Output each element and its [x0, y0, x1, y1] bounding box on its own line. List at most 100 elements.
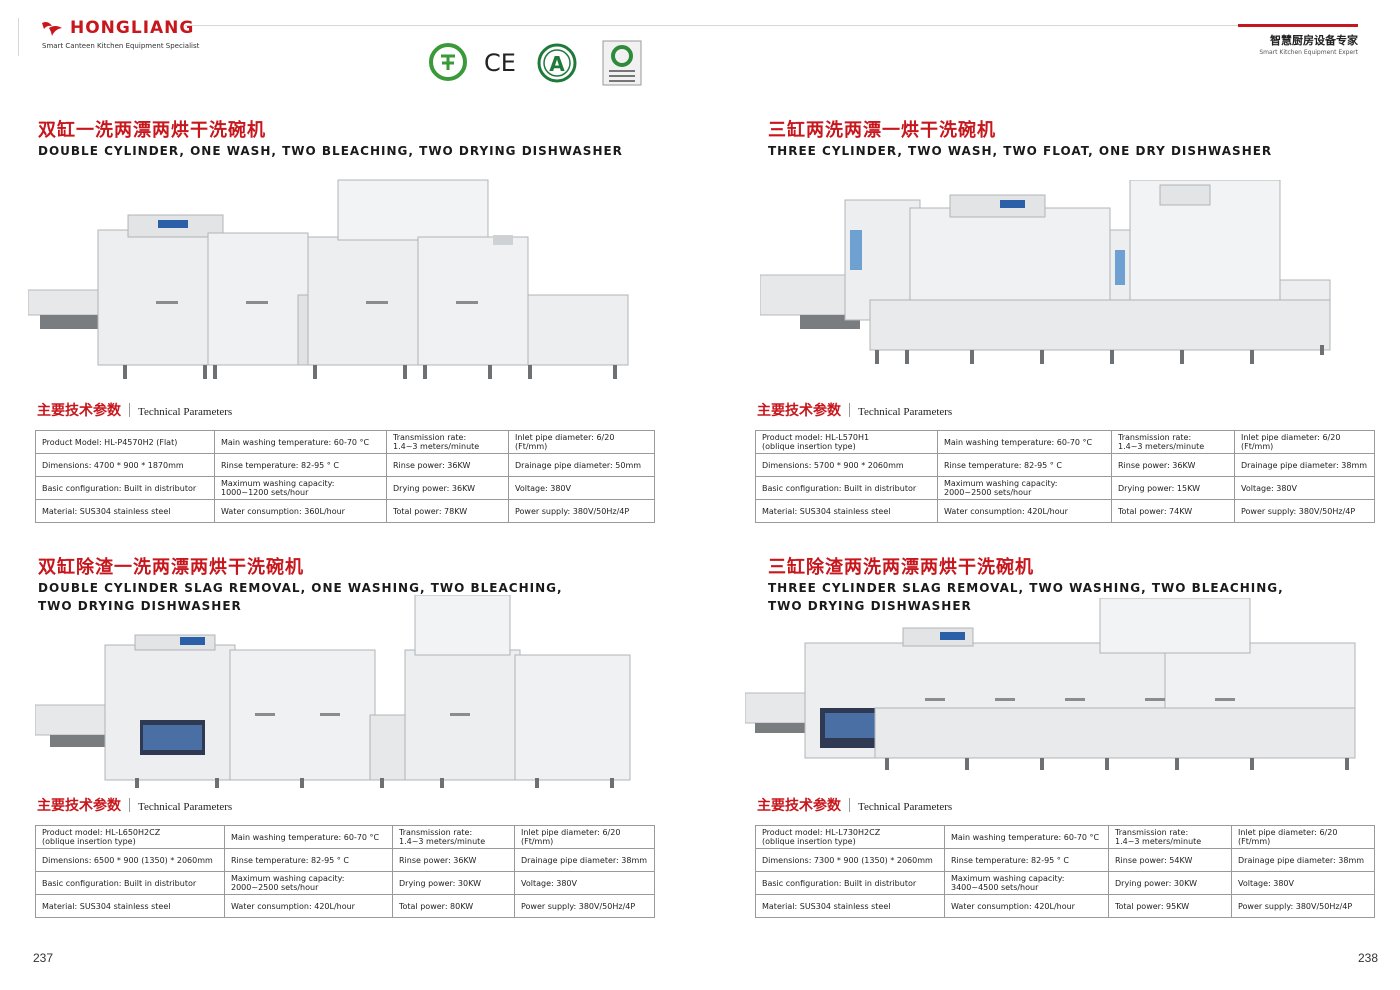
table-cell: Drying power: 30KW [392, 871, 515, 895]
table-row: Product model: HL-L650H2CZ(oblique inser… [35, 825, 655, 849]
params-heading-section-3: 主要技术参数 Technical Parameters [37, 795, 232, 815]
table-cell: Main washing temperature: 60-70 °C [937, 430, 1112, 454]
table-cell: Rinse temperature: 82-95 ° C [214, 453, 387, 477]
machine-image-section-1 [28, 179, 629, 379]
table-cell: Maximum washing capacity:1000~1200 sets/… [214, 476, 387, 500]
slogan-en: Smart Kitchen Equipment Expert [1259, 49, 1358, 56]
section-2-title: 三缸两洗两漂一烘干洗碗机 THREE CYLINDER, TWO WASH, T… [768, 116, 1272, 160]
table-cell: Drying power: 36KW [386, 476, 509, 500]
slogan: 智慧厨房设备专家 Smart Kitchen Equipment Expert [1259, 32, 1358, 56]
spec-table-section-4: Product model: HL-L730H2CZ(oblique inser… [755, 825, 1375, 918]
table-row: Basic configuration: Built in distributo… [35, 871, 655, 895]
table-cell: Transmission rate:1.4~3 meters/minute [392, 825, 515, 849]
table-cell: Material: SUS304 stainless steel [35, 894, 225, 918]
margin-rule [18, 18, 19, 56]
table-cell: Drainage pipe diameter: 38mm [1234, 453, 1375, 477]
table-cell: Drainage pipe diameter: 38mm [514, 848, 655, 872]
table-cell: Total power: 95KW [1108, 894, 1232, 918]
section-title-en-line: THREE CYLINDER SLAG REMOVAL, TWO WASHING… [768, 581, 1284, 595]
spec-table-section-3: Product model: HL-L650H2CZ(oblique inser… [35, 825, 655, 918]
table-cell: Rinse power: 36KW [386, 453, 509, 477]
table-cell: Rinse temperature: 82-95 ° C [937, 453, 1112, 477]
ccc-certification-icon [429, 43, 467, 81]
table-row: Basic configuration: Built in distributo… [755, 871, 1375, 895]
machine-image-section-2 [760, 180, 1331, 364]
table-cell: Material: SUS304 stainless steel [35, 499, 215, 523]
table-cell: Transmission rate:1.4~3 meters/minute [1111, 430, 1235, 454]
table-cell: Basic configuration: Built in distributo… [35, 476, 215, 500]
table-cell: Voltage: 380V [508, 476, 655, 500]
table-cell: Power supply: 380V/50Hz/4P [1234, 499, 1375, 523]
page-number-right: 238 [1357, 951, 1378, 965]
table-row: Basic configuration: Built in distributo… [35, 476, 655, 500]
params-heading-cn: 主要技术参数 [37, 403, 121, 419]
table-row: Product model: HL-L730H2CZ(oblique inser… [755, 825, 1375, 849]
table-cell: Main washing temperature: 60-70 °C [214, 430, 387, 454]
slogan-accent-bar [1238, 24, 1358, 27]
table-cell: Main washing temperature: 60-70 °C [944, 825, 1109, 849]
table-cell: Power supply: 380V/50Hz/4P [514, 894, 655, 918]
table-cell: Voltage: 380V [514, 871, 655, 895]
table-cell: Rinse temperature: 82-95 ° C [944, 848, 1109, 872]
table-cell: Power supply: 380V/50Hz/4P [508, 499, 655, 523]
params-heading-divider [849, 798, 850, 812]
table-cell: Rinse temperature: 82-95 ° C [224, 848, 393, 872]
table-cell: Rinse power: 54KW [1108, 848, 1232, 872]
section-title-en-line: DOUBLE CYLINDER, ONE WASH, TWO BLEACHING… [38, 144, 623, 158]
section-title-en-line: DOUBLE CYLINDER SLAG REMOVAL, ONE WASHIN… [38, 581, 563, 595]
machine-image-section-4 [745, 598, 1356, 770]
table-cell: Rinse power: 36KW [392, 848, 515, 872]
table-cell: Drying power: 30KW [1108, 871, 1232, 895]
table-cell: Material: SUS304 stainless steel [755, 894, 945, 918]
table-cell: Drainage pipe diameter: 50mm [508, 453, 655, 477]
table-cell: Transmission rate:1.4~3 meters/minute [1108, 825, 1232, 849]
section-4-title: 三缸除渣两洗两漂两烘干洗碗机 THREE CYLINDER SLAG REMOV… [768, 553, 1284, 615]
table-cell: Main washing temperature: 60-70 °C [224, 825, 393, 849]
params-heading-en: Technical Parameters [138, 801, 233, 813]
table-cell: Dimensions: 5700 * 900 * 2060mm [755, 453, 938, 477]
slogan-cn: 智慧厨房设备专家 [1270, 34, 1358, 47]
params-heading-cn: 主要技术参数 [757, 403, 841, 419]
table-cell: Total power: 74KW [1111, 499, 1235, 523]
brand-name: HONGLIANG [70, 18, 195, 38]
params-heading-cn: 主要技术参数 [37, 798, 121, 814]
section-3-title: 双缸除渣一洗两漂两烘干洗碗机 DOUBLE CYLINDER SLAG REMO… [38, 553, 563, 615]
table-cell: Drainage pipe diameter: 38mm [1231, 848, 1375, 872]
table-cell: Drying power: 15KW [1111, 476, 1235, 500]
table-cell: Transmission rate:1.4~3 meters/minute [386, 430, 509, 454]
table-cell: Product Model: HL-P4570H2 (Flat) [35, 430, 215, 454]
table-cell: Product model: HL-L650H2CZ(oblique inser… [35, 825, 225, 849]
table-cell: Basic configuration: Built in distributo… [755, 871, 945, 895]
section-title-cn: 双缸除渣一洗两漂两烘干洗碗机 [38, 557, 304, 578]
energy-certification-badge-icon [602, 40, 642, 86]
section-title-en-line: TWO DRYING DISHWASHER [768, 599, 972, 613]
params-heading-divider [129, 798, 130, 812]
table-cell: Water consumption: 360L/hour [214, 499, 387, 523]
section-1-title: 双缸一洗两漂两烘干洗碗机 DOUBLE CYLINDER, ONE WASH, … [38, 116, 623, 160]
table-cell: Maximum washing capacity:2000~2500 sets/… [224, 871, 393, 895]
section-title-en-line: TWO DRYING DISHWASHER [38, 599, 242, 613]
params-heading-divider [129, 403, 130, 417]
table-cell: Total power: 78KW [386, 499, 509, 523]
ce-mark-label: CE [484, 49, 516, 77]
table-row: Product Model: HL-P4570H2 (Flat)Main was… [35, 430, 655, 454]
table-cell: Voltage: 380V [1234, 476, 1375, 500]
a-grade-certification-icon: A [537, 43, 577, 83]
table-cell: Product model: HL-L570H1(oblique inserti… [755, 430, 938, 454]
table-cell: Voltage: 380V [1231, 871, 1375, 895]
spec-table-section-1: Product Model: HL-P4570H2 (Flat)Main was… [35, 430, 655, 523]
spec-table-section-2: Product model: HL-L570H1(oblique inserti… [755, 430, 1375, 523]
table-cell: Power supply: 380V/50Hz/4P [1231, 894, 1375, 918]
section-title-cn: 双缸一洗两漂两烘干洗碗机 [38, 120, 266, 141]
table-cell: Water consumption: 420L/hour [224, 894, 393, 918]
table-cell: Water consumption: 420L/hour [944, 894, 1109, 918]
